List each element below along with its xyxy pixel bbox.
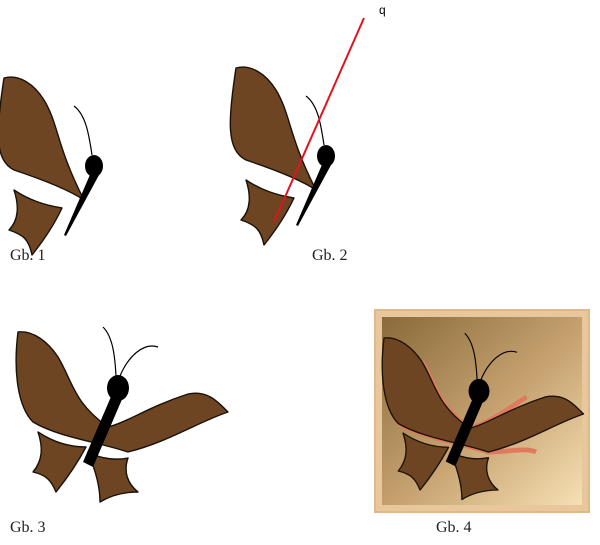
half-butterfly-drawing xyxy=(0,76,104,256)
caption-gb2: Gb. 2 xyxy=(312,247,348,264)
figure-gb1 xyxy=(0,76,104,256)
figure-gb3 xyxy=(15,326,229,503)
figure-gb2 xyxy=(229,17,365,246)
symmetry-line xyxy=(273,17,365,223)
full-butterfly-drawing xyxy=(15,326,229,503)
caption-gb3: Gb. 3 xyxy=(10,519,46,536)
caption-gb4: Gb. 4 xyxy=(436,519,472,536)
figure-gb4 xyxy=(374,309,590,513)
caption-gb1: Gb. 1 xyxy=(10,247,46,264)
half-butterfly-drawing xyxy=(229,66,336,246)
symmetry-line-label: q xyxy=(379,3,386,17)
